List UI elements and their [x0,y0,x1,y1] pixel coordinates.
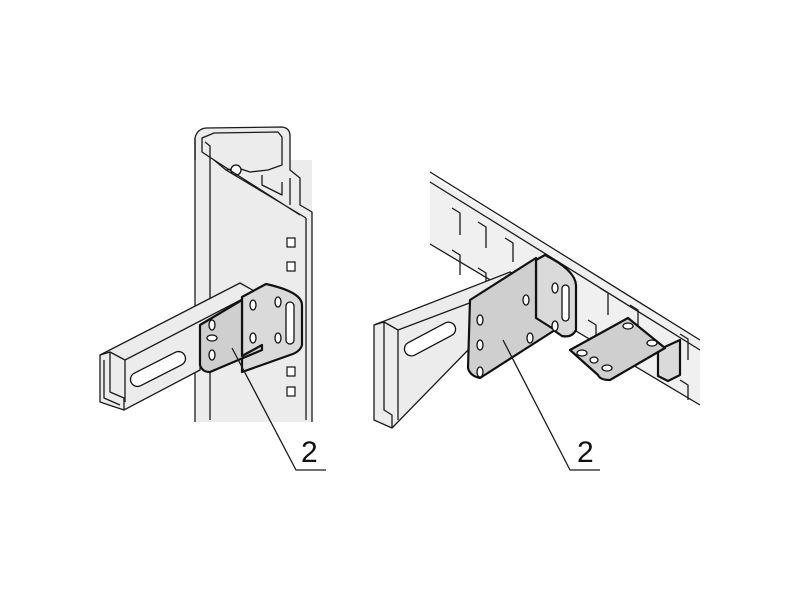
mounting-bracket-right [466,253,682,383]
callout-label-right: 2 [577,436,594,469]
mounting-bracket-left [198,282,304,374]
vertical-post [194,126,313,422]
leader-line-right [502,339,600,471]
left-view: 2 [99,126,326,471]
leader-line-left [231,347,326,471]
channel-rail-right [373,271,526,429]
callout-label-left: 2 [301,436,318,469]
right-view: 2 [373,171,701,471]
